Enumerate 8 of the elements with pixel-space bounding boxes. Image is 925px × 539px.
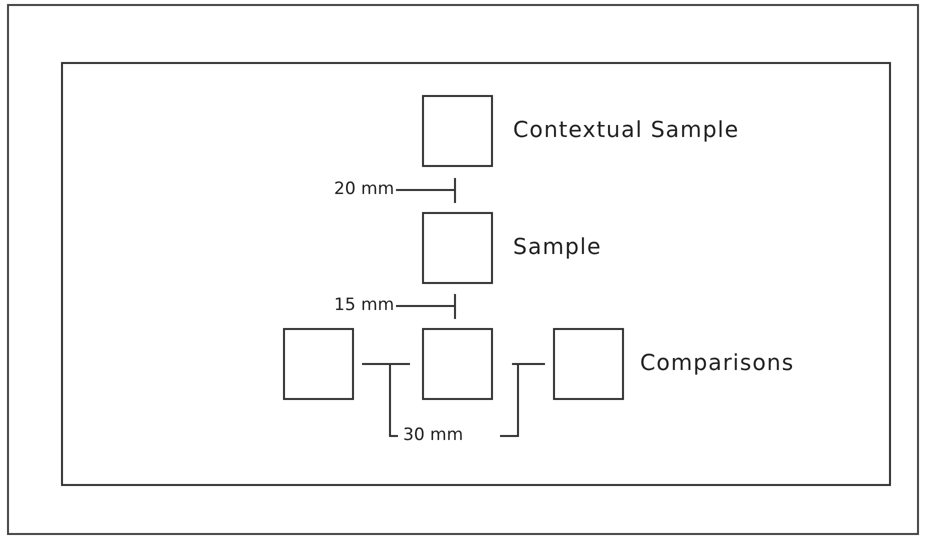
item-label: Comparisons — [640, 353, 794, 375]
square-shape — [422, 95, 493, 167]
item-label: Contextual Sample — [513, 120, 740, 142]
item-label: Sample — [513, 237, 602, 259]
square-shape — [553, 328, 624, 400]
square-shape — [283, 328, 354, 400]
square-shape — [422, 212, 493, 284]
square-shape — [422, 328, 493, 400]
